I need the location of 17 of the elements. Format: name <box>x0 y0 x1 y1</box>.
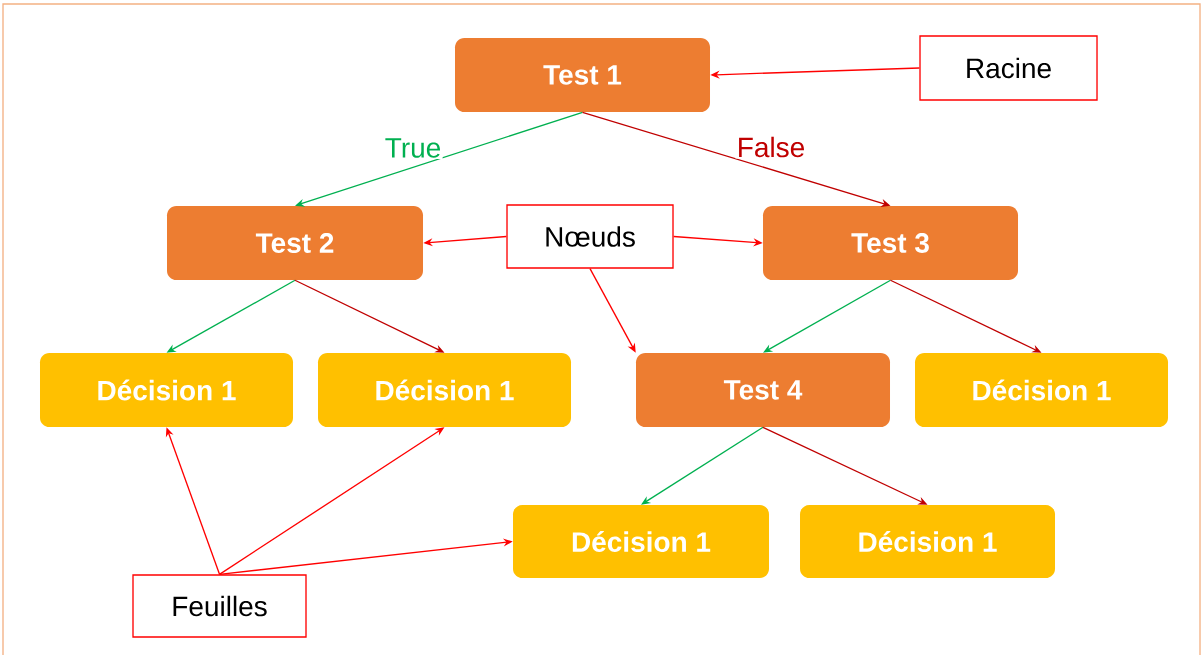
decision-box: Décision 1 <box>318 353 571 427</box>
arrow <box>641 426 764 505</box>
edge-label: True <box>383 136 443 160</box>
test-box: Test 1 <box>455 38 710 112</box>
decision-box: Décision 1 <box>40 353 293 427</box>
test-box: Test 2 <box>167 206 423 280</box>
test-box: Test 3 <box>763 206 1018 280</box>
decision-box: Décision 1 <box>513 505 769 578</box>
test-box: Test 4 <box>636 353 890 427</box>
decision-box: Décision 1 <box>915 353 1168 427</box>
callout-box: Racine <box>919 35 1098 101</box>
arrow <box>295 111 584 207</box>
edge-label: False <box>735 135 807 159</box>
callout-box: Nœuds <box>506 204 674 269</box>
callout-box: Feuilles <box>132 574 307 638</box>
arrow <box>763 279 892 353</box>
decision-box: Décision 1 <box>800 505 1055 578</box>
